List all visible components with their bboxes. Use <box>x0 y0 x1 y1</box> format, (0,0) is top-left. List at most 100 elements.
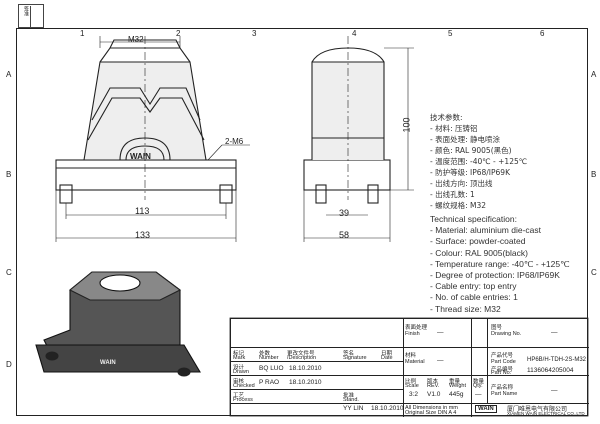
spec-cn-block: 技术参数: - 材料: 压铸铝 - 表面处理: 静电喷涂 - 颜色: RAL 9… <box>430 112 527 211</box>
label-date-cn: 日期 <box>381 351 393 357</box>
label-change-en: /Description <box>287 355 317 361</box>
label-sig-en: Signature <box>343 355 367 361</box>
spec-cn-line: - 温度范围: -40℃ - +125℃ <box>430 157 528 166</box>
brand-logo: WAIN <box>475 405 497 413</box>
qty-val: — <box>475 391 482 398</box>
spec-cn-line: - 出线方向: 顶出线 <box>430 179 493 188</box>
finish-en: Finish <box>405 331 420 337</box>
checked-date: 18.10.2010 <box>289 379 322 386</box>
dims-note-2: Original Size DIN A 4 <box>405 410 457 416</box>
drawn-en: Drawn <box>233 369 249 375</box>
zone-top-4: 4 <box>352 29 357 38</box>
label-mark-en: Mark <box>233 355 246 361</box>
approved-date: 18.10.2010 <box>371 405 404 412</box>
zone-side-b-right: B <box>591 170 597 179</box>
drawn-name: BQ LUO <box>259 365 284 372</box>
dim-58: 58 <box>339 230 350 240</box>
dim-100: 100 <box>401 117 412 133</box>
weight-en: Weight <box>449 383 467 389</box>
dim-2m6: 2-M6 <box>225 137 244 146</box>
qty-cn: 数量 <box>473 379 485 385</box>
finish-val: — <box>437 329 444 336</box>
part-code-en: Part Code <box>491 359 516 365</box>
material-en: Material <box>405 359 425 365</box>
part-name-cn: 产品名称 <box>491 385 514 391</box>
drawing-no-val: — <box>551 329 558 336</box>
spec-cn-title: 技术参数: <box>430 113 463 122</box>
part-no-val: 1136064205004 <box>527 367 574 374</box>
spec-cn-line: - 表面处理: 静电喷涂 <box>430 135 501 144</box>
spec-cn-line: - 防护等级: IP68/IP69K <box>430 168 511 177</box>
spec-en-line: - Temperature range: -40℃ - +125℃ <box>430 258 570 269</box>
zone-top-1: 1 <box>80 29 85 38</box>
spec-cn-line: - 材料: 压铸铝 <box>430 124 478 133</box>
approved-name: YY LIN <box>343 405 364 412</box>
scale-en: Scale <box>405 383 419 389</box>
zone-top-3: 3 <box>252 29 257 38</box>
dim-133: 133 <box>135 230 151 240</box>
spec-en-line: - Cable entry: top entry <box>430 281 517 292</box>
weight-cn: 重量 <box>449 379 461 385</box>
drawing-no-cn: 图号 <box>491 325 503 331</box>
rev-cn: 版本 <box>427 379 439 385</box>
process-cn: 工艺 <box>233 393 245 399</box>
material-val: — <box>437 357 444 364</box>
drawn-date: 18.10.2010 <box>289 365 322 372</box>
rev-val: V1.0 <box>427 391 441 398</box>
spec-en-line: - Thread size: M32 <box>430 303 501 314</box>
approved-cn: 批准 <box>343 393 355 399</box>
spec-en-title: Technical specification: <box>430 214 517 224</box>
label-date-en: Date <box>381 355 393 361</box>
rev-en: REV. <box>427 383 440 389</box>
spec-en-line: - Degree of protection: IP68/IP69K <box>430 270 560 281</box>
dim-39: 39 <box>339 208 350 218</box>
part-code-val: HP6B/H-TDH-2S-M32 <box>527 357 587 363</box>
zone-side-c: C <box>6 268 12 277</box>
finish-cn: 表面处理 <box>405 325 428 331</box>
zone-top-2: 2 <box>176 29 181 38</box>
drawn-cn: 设计 <box>233 365 245 371</box>
spec-cn-line: - 出线孔数: 1 <box>430 190 475 199</box>
dim-m32: M32 <box>128 35 144 44</box>
weight-val: 445g <box>449 391 464 398</box>
label-number-en: Number <box>259 355 279 361</box>
label-number-cn: 处数 <box>259 351 271 357</box>
spec-en-line: - Material: aluminium die-cast <box>430 225 542 236</box>
approved-en: Stand. <box>343 397 359 403</box>
revision-block: 签准 <box>18 4 44 28</box>
scale-val: 3:2 <box>409 391 419 398</box>
iso-logo: WAIN <box>100 360 116 366</box>
checked-name: P RAO <box>259 379 280 386</box>
zone-side-d: D <box>6 360 12 369</box>
part-no-en: Part No. <box>491 370 512 376</box>
part-name-val: — <box>551 387 558 394</box>
material-cn: 材料 <box>405 353 417 359</box>
checked-cn: 审核 <box>233 379 245 385</box>
spec-cn-line: - 颜色: RAL 9005(黑色) <box>430 146 512 155</box>
spec-en-line: - No. of cable entries: 1 <box>430 292 518 303</box>
part-no-cn: 产品编号 <box>491 367 514 373</box>
label-change-cn: 更改文件号 <box>287 351 315 357</box>
scale-cn: 比例 <box>405 379 417 385</box>
zone-side-a-right: A <box>591 70 597 79</box>
zone-side-c-right: C <box>591 268 597 277</box>
label-sig-cn: 签名 <box>343 351 355 357</box>
process-en: Process <box>233 397 253 403</box>
part-name-en: Part Name <box>491 391 518 397</box>
spec-en-line: - Colour: RAL 9005(black) <box>430 247 528 258</box>
part-code-cn: 产品代号 <box>491 353 514 359</box>
dims-note-1: All Dimensions in mm <box>405 405 458 411</box>
spec-en-block: Technical specification: - Material: alu… <box>430 214 570 315</box>
front-logo: WAIN <box>130 152 151 161</box>
zone-side-a: A <box>6 70 12 79</box>
front-base-plate <box>55 159 237 191</box>
label-mark-cn: 标记 <box>233 351 245 357</box>
company-en: XIAMEN WAIN ELECTRICAL CO.,LTD <box>507 411 585 416</box>
zone-top-5: 5 <box>448 29 453 38</box>
spec-cn-line: - 螺纹规格: M32 <box>430 201 487 210</box>
zone-top-6: 6 <box>540 29 545 38</box>
drawing-no-en: Drawing No. <box>491 331 522 337</box>
zone-side-b: B <box>6 170 12 179</box>
company-cn: 厦门唯恩电气有限公司 <box>507 406 568 413</box>
